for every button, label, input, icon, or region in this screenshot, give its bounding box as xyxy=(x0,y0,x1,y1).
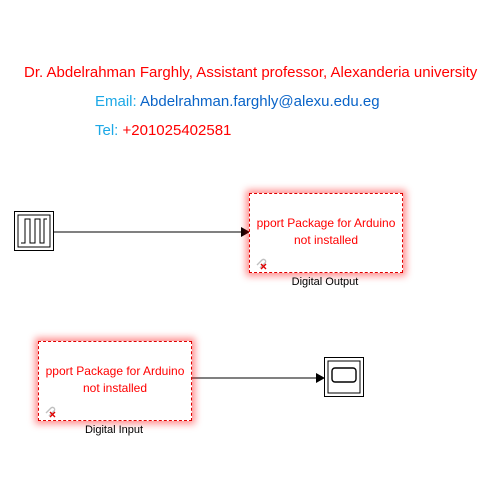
arrowhead-scope xyxy=(316,373,325,383)
digital-output-caption: Digital Output xyxy=(291,276,359,288)
tel-line: Tel: +201025402581 xyxy=(95,122,231,139)
message-line-2: not installed xyxy=(82,381,148,395)
message-line-1: pport Package for Arduino xyxy=(45,364,185,378)
digital-input-caption: Digital Input xyxy=(84,424,144,436)
pulse-wave-icon xyxy=(17,214,51,248)
arrowhead-output xyxy=(241,227,250,237)
email-value: Abdelrahman.farghly@alexu.edu.eg xyxy=(140,93,380,110)
scope-block[interactable] xyxy=(324,357,364,397)
tel-value: +201025402581 xyxy=(122,122,232,139)
message-line-1: pport Package for Arduino xyxy=(256,216,396,230)
pulse-generator-block[interactable] xyxy=(14,211,54,251)
missing-package-message: pport Package for Arduino not installed xyxy=(39,363,191,397)
author-line: Dr. Abdelrahman Farghly, Assistant profe… xyxy=(24,64,478,81)
digital-input-block[interactable]: pport Package for Arduino not installed xyxy=(38,341,192,421)
tel-label: Tel: xyxy=(95,122,123,139)
message-line-2: not installed xyxy=(293,233,359,247)
digital-output-block[interactable]: pport Package for Arduino not installed xyxy=(249,193,403,273)
broken-link-icon xyxy=(256,258,267,270)
scope-screen-icon xyxy=(327,360,361,394)
email-line: Email: Abdelrahman.farghly@alexu.edu.eg xyxy=(95,93,380,110)
broken-link-icon xyxy=(45,406,56,418)
email-label: Email: xyxy=(95,93,141,110)
missing-package-message: pport Package for Arduino not installed xyxy=(250,215,402,249)
